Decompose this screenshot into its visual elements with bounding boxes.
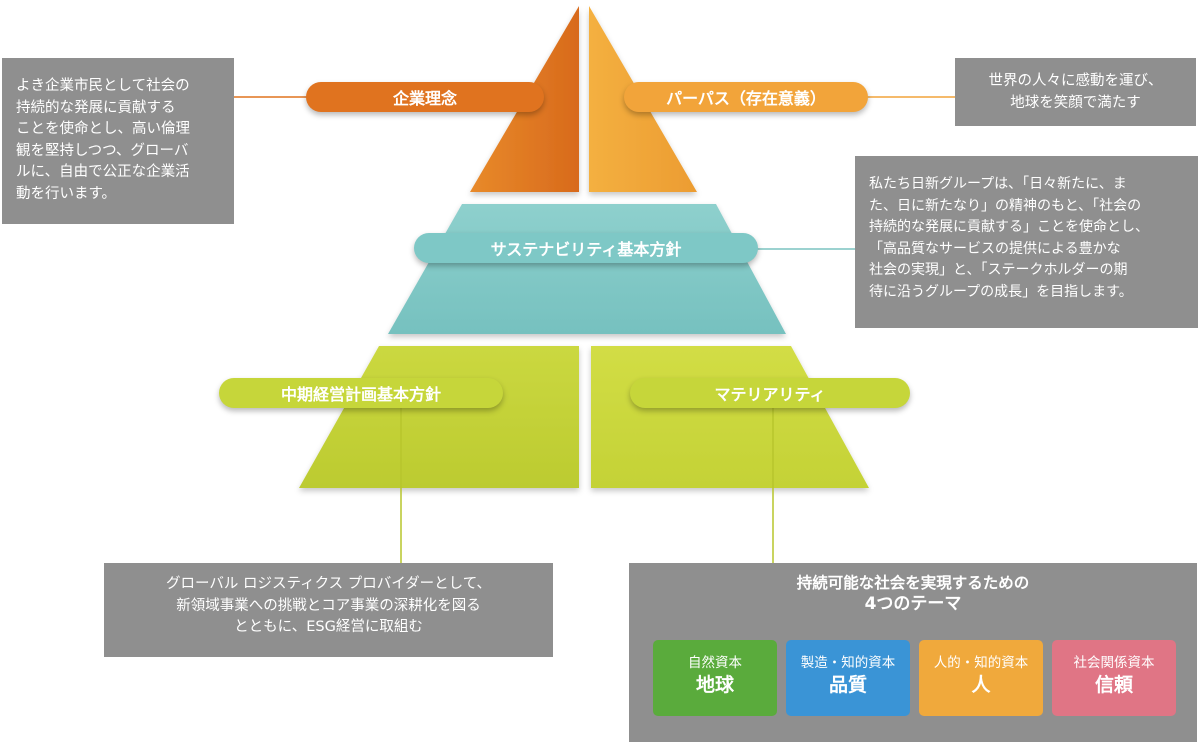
theme-card-sub: 社会関係資本 bbox=[1073, 655, 1155, 671]
purpose-description-text: 世界の人々に感動を運び、 地球を笑顔で満たす bbox=[988, 73, 1163, 111]
pill-midterm-plan-policy-label: 中期経営計画基本方針 bbox=[280, 385, 441, 404]
pyramid-bottom-right bbox=[591, 346, 869, 488]
theme-card-sub: 人的・知的資本 bbox=[933, 655, 1029, 671]
philosophy-description-text: よき企業市民として社会の 持続的な発展に貢献する ことを使命とし、高い倫理 観を… bbox=[16, 78, 190, 202]
philosophy-description-box: よき企業市民として社会の 持続的な発展に貢献する ことを使命とし、高い倫理 観を… bbox=[2, 58, 234, 224]
theme-card-human-capital: 人的・知的資本 人 bbox=[919, 640, 1043, 716]
pyramid-bottom-left bbox=[299, 346, 579, 488]
pill-corporate-philosophy-label: 企業理念 bbox=[392, 89, 457, 108]
themes-title: 持続可能な社会を実現するための 4つのテーマ bbox=[629, 573, 1197, 615]
theme-card-social-capital: 社会関係資本 信頼 bbox=[1052, 640, 1176, 716]
midterm-description-box: グローバル ロジスティクス プロバイダーとして、 新領域事業への挑戦とコア事業の… bbox=[104, 563, 553, 657]
themes-title-line2: 4つのテーマ bbox=[864, 594, 962, 614]
theme-card-main: 人 bbox=[971, 674, 991, 696]
theme-card-main: 信頼 bbox=[1094, 674, 1133, 696]
sustainability-description-box: 私たち日新グループは、「日々新たに、ま た、日に新たなり」の精神のもと、「社会の… bbox=[855, 156, 1198, 328]
pyramid-middle bbox=[388, 204, 786, 334]
pill-midterm-plan-policy: 中期経営計画基本方針 bbox=[219, 378, 503, 408]
theme-card-sub: 自然資本 bbox=[688, 655, 742, 671]
purpose-description-box: 世界の人々に感動を運び、 地球を笑顔で満たす bbox=[955, 58, 1196, 126]
pill-purpose: パーパス（存在意義） bbox=[624, 82, 868, 112]
pill-materiality: マテリアリティ bbox=[630, 378, 910, 408]
theme-card-sub: 製造・知的資本 bbox=[800, 655, 896, 671]
sustainability-description-text: 私たち日新グループは、「日々新たに、ま た、日に新たなり」の精神のもと、「社会の… bbox=[869, 176, 1149, 300]
theme-card-manufactured-capital: 製造・知的資本 品質 bbox=[786, 640, 910, 716]
theme-card-main: 地球 bbox=[695, 674, 734, 696]
theme-card-natural-capital: 自然資本 地球 bbox=[653, 640, 777, 716]
pill-corporate-philosophy: 企業理念 bbox=[306, 82, 544, 112]
pill-sustainability-policy: サステナビリティ基本方針 bbox=[414, 233, 758, 263]
pill-materiality-label: マテリアリティ bbox=[714, 385, 826, 404]
midterm-description-text: グローバル ロジスティクス プロバイダーとして、 新領域事業への挑戦とコア事業の… bbox=[165, 576, 492, 635]
theme-card-main: 品質 bbox=[828, 674, 867, 696]
themes-title-line1: 持続可能な社会を実現するための bbox=[796, 574, 1030, 592]
pill-sustainability-policy-label: サステナビリティ基本方針 bbox=[490, 240, 682, 259]
pill-purpose-label: パーパス（存在意義） bbox=[666, 89, 826, 108]
